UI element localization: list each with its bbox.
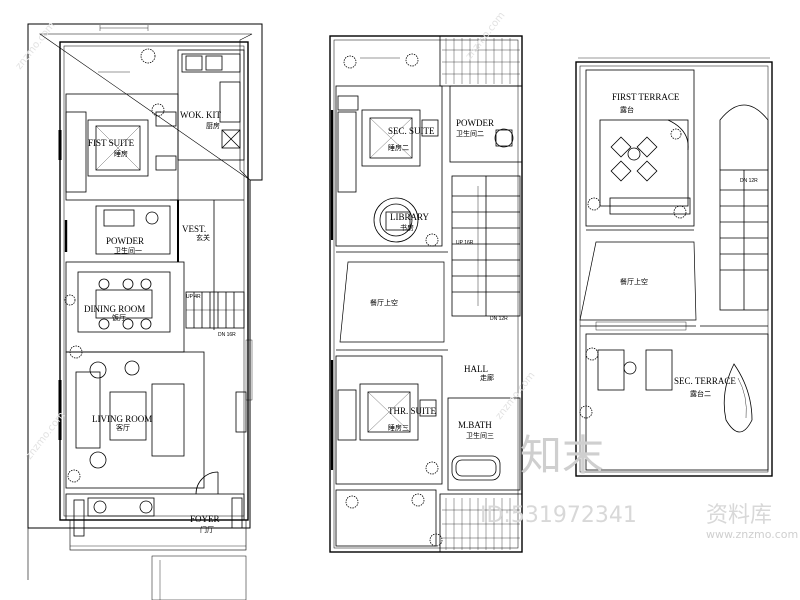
label-stair2-up: UP 16R — [456, 240, 474, 246]
label-vest-cn: 玄关 — [196, 233, 210, 242]
label-powder2-cn: 卫生间二 — [456, 129, 484, 138]
label-living: LIVING ROOM — [92, 414, 152, 424]
label-sec-terrace-cn: 露台二 — [690, 389, 711, 398]
label-first-terrace-cn: 露台 — [620, 105, 634, 114]
watermark-id: ID:531972341 — [480, 503, 637, 528]
label-powder2: POWDER — [456, 118, 494, 128]
third-floor-rooms — [579, 69, 769, 471]
first-floor-rooms — [58, 48, 253, 537]
room-labels: FIST SUITE 睡房 WOK. KIT 厨房 POWDER 卫生间一 VE… — [84, 92, 758, 534]
label-void3-cn: 餐厅上空 — [620, 277, 648, 286]
label-dining: DINING ROOM — [84, 304, 145, 314]
label-void2-cn: 餐厅上空 — [370, 298, 398, 307]
watermark-brand: 知末 — [520, 431, 604, 480]
label-first-terrace: FIRST TERRACE — [612, 92, 680, 102]
label-mbath: M.BATH — [458, 420, 492, 430]
second-floor-outline — [329, 35, 523, 553]
label-sec-suite: SEC. SUITE — [388, 126, 435, 136]
watermark-label: 资料库 — [706, 503, 772, 528]
dimension-marks — [98, 25, 770, 73]
label-powder: POWDER — [106, 236, 144, 246]
label-stair3-dn: DN 12R — [740, 178, 758, 184]
label-foyer-cn: 门厅 — [200, 525, 214, 534]
watermark-url: www.znzmo.com — [706, 528, 798, 541]
label-fist-suite-cn: 睡房 — [114, 149, 128, 158]
label-sec-suite-cn: 睡房二 — [388, 143, 409, 152]
second-floor-rooms — [330, 53, 523, 547]
label-vest: VEST. — [182, 224, 206, 234]
label-living-cn: 客厅 — [116, 423, 130, 432]
third-floor-outline — [575, 61, 773, 477]
second-floor-hatch — [442, 38, 520, 550]
label-library: LIBRARY — [390, 212, 430, 222]
label-hall-cn: 走廊 — [480, 373, 494, 382]
label-thr-suite-cn: 睡房三 — [388, 423, 409, 432]
label-stair2-dn: DN 12R — [490, 316, 508, 322]
label-library-cn: 书房 — [400, 223, 414, 232]
label-fist-suite: FIST SUITE — [88, 138, 135, 148]
label-stair1-dn: DN 16R — [218, 332, 236, 338]
label-mbath-cn: 卫生间三 — [466, 431, 494, 440]
watermark: znzmo.com znzmo.com znzmo.com znzmo.com … — [14, 10, 799, 541]
label-stair1-up: UP 4R — [186, 294, 201, 300]
label-wok-kit-cn: 厨房 — [206, 121, 220, 130]
label-powder-cn: 卫生间一 — [114, 246, 142, 255]
watermark-diag-1: znzmo.com — [14, 20, 58, 72]
label-dining-cn: 饭厅 — [112, 313, 126, 322]
watermark-diag-4: znzmo.com — [494, 370, 538, 422]
label-foyer: FOYER — [190, 514, 220, 524]
plan-linework — [27, 23, 773, 600]
label-thr-suite: THR. SUITE — [388, 406, 436, 416]
label-hall: HALL — [464, 364, 488, 374]
label-sec-terrace: SEC. TERRACE — [674, 376, 736, 386]
label-wok-kit: WOK. KIT — [180, 110, 221, 120]
